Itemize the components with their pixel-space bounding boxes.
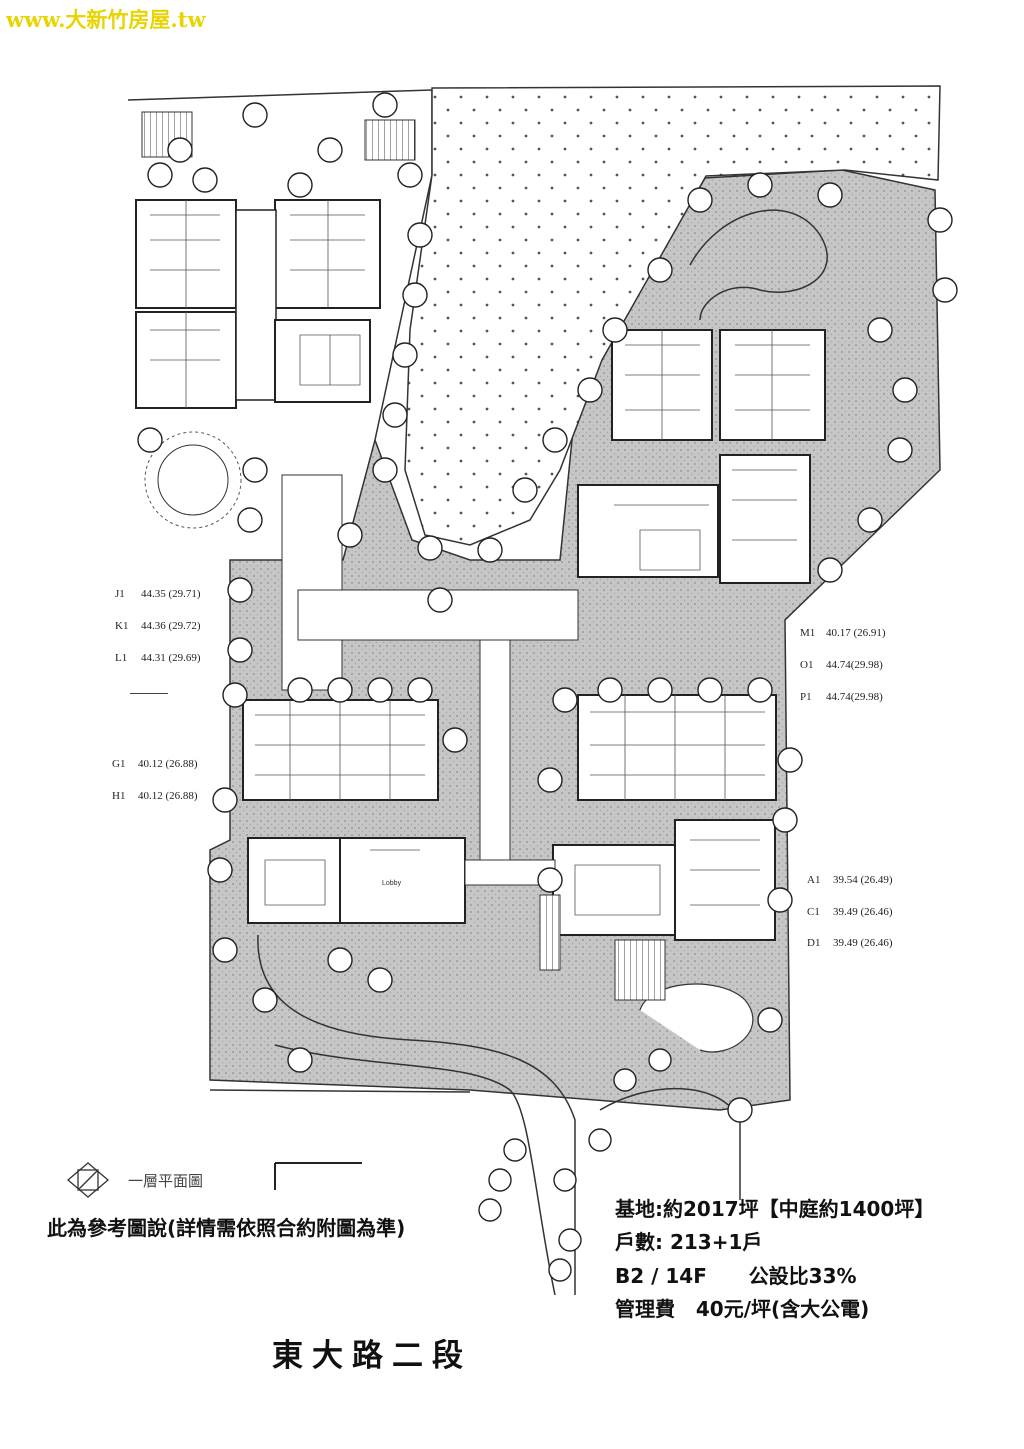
info-units: 戶數: 213+1戶 bbox=[615, 1230, 763, 1254]
road-name: 東大路二段 bbox=[272, 1338, 472, 1374]
compass-icon bbox=[66, 1162, 110, 1198]
deck-north bbox=[364, 119, 416, 161]
info-site: 基地:約2017坪【中庭約1400坪】 bbox=[615, 1197, 935, 1221]
building-northwest bbox=[135, 199, 381, 409]
trees bbox=[137, 92, 958, 1282]
divider bbox=[130, 693, 168, 694]
lobby-label: Lobby bbox=[382, 880, 402, 887]
floor-title: 一層平面圖 bbox=[128, 1172, 204, 1190]
info-fee: 管理費 40元/坪(含大公電) bbox=[615, 1297, 870, 1321]
deck-east bbox=[614, 939, 666, 1001]
watermark: www.大新竹房屋.tw bbox=[6, 7, 206, 32]
walkways bbox=[281, 474, 579, 886]
garden-ring-west bbox=[157, 444, 229, 516]
garden-curve-northeast bbox=[689, 209, 828, 321]
info-floors: B2 / 14F 公設比33% bbox=[615, 1264, 857, 1288]
building-southeast bbox=[552, 694, 777, 941]
disclaimer: 此為參考圖說(詳情需依照合約附圖為準) bbox=[47, 1216, 406, 1240]
building-southwest: Lobby bbox=[242, 699, 466, 924]
building-northeast bbox=[577, 329, 826, 584]
